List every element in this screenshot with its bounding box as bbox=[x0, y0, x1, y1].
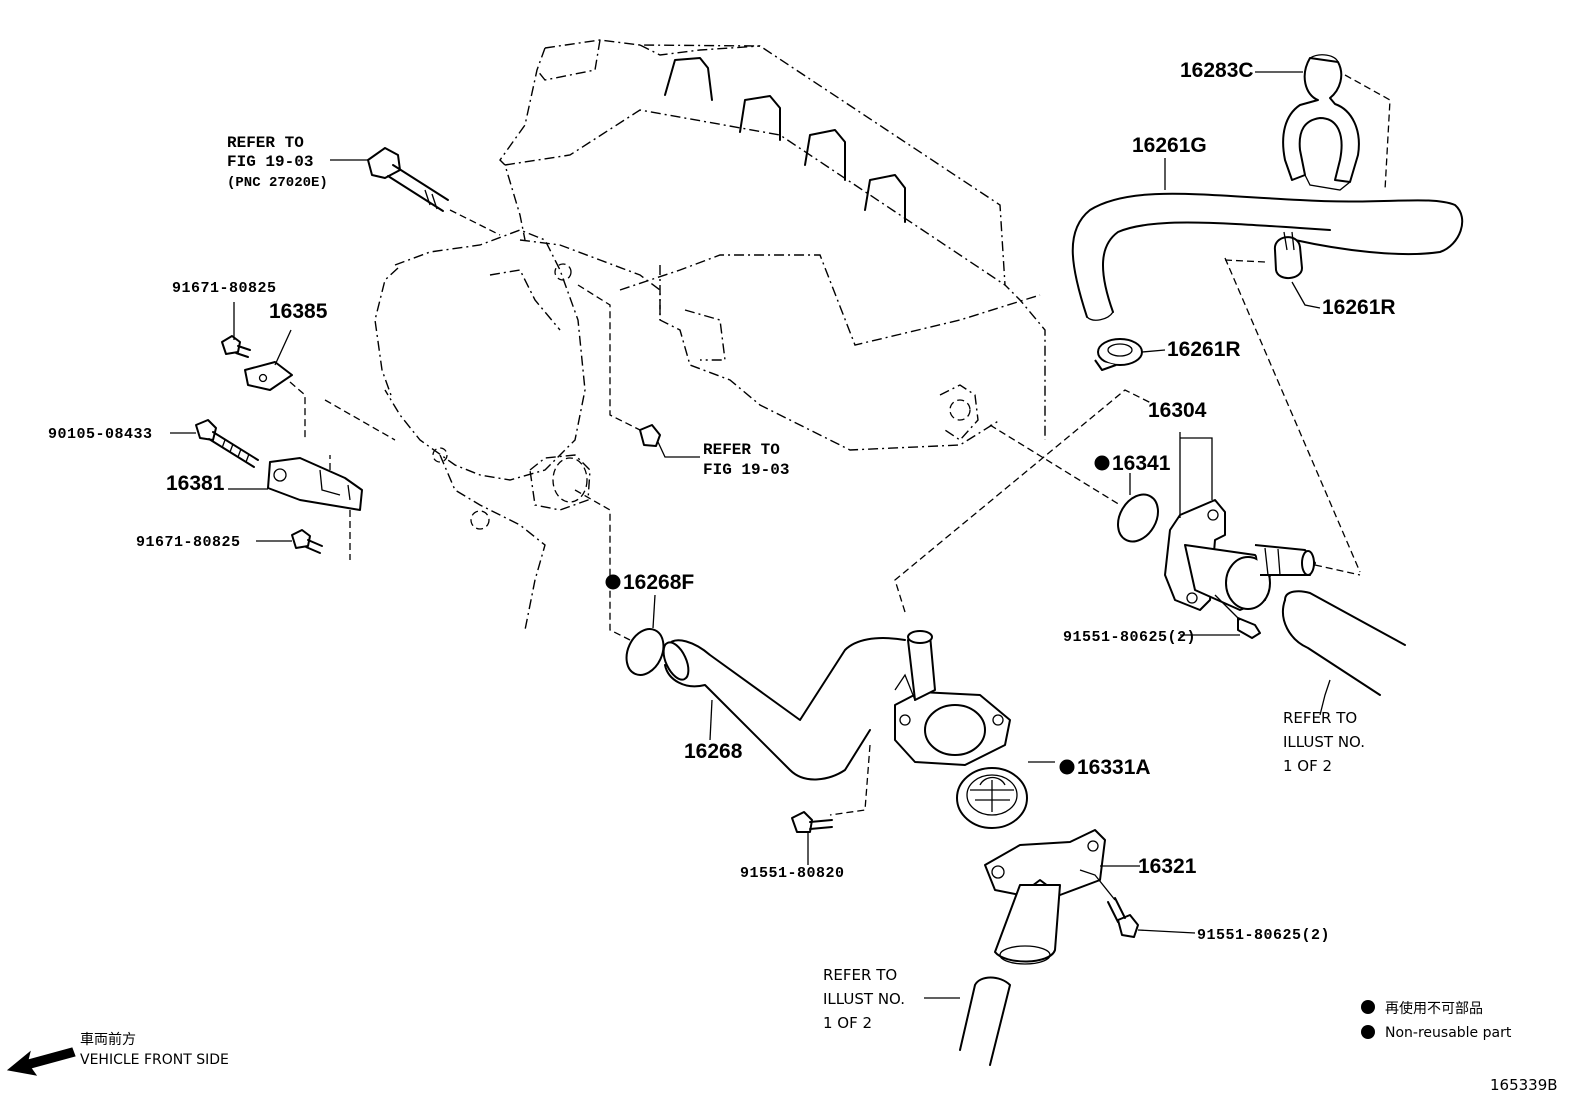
gasket-16268f bbox=[574, 489, 665, 676]
label-16268: 16268 bbox=[684, 740, 743, 763]
label-91551-bottom: 91551-80625(2) bbox=[1197, 927, 1330, 944]
label-91551-80820: 91551-80820 bbox=[740, 865, 845, 882]
ref-right-line1: REFER TO bbox=[1283, 709, 1357, 727]
hose-16261g bbox=[1071, 192, 1464, 321]
gasket-16341 bbox=[989, 424, 1159, 543]
ref-right-line2: ILLUST NO. bbox=[1283, 733, 1365, 751]
clamp-16261r-middle bbox=[1094, 338, 1143, 371]
label-16321: 16321 bbox=[1138, 855, 1197, 878]
water-outlet-16304 bbox=[1164, 257, 1361, 639]
legend-text-en: Non-reusable part bbox=[1385, 1025, 1512, 1041]
long-bolt bbox=[367, 147, 501, 236]
ref-bottom-line1: REFER TO bbox=[823, 966, 897, 984]
ref-middle-line2: FIG 19-03 bbox=[703, 461, 789, 479]
nut-refer bbox=[577, 284, 661, 447]
clip-16283c bbox=[1282, 54, 1391, 191]
vehicle-front-indicator: 車両前方 VEHICLE FRONT SIDE bbox=[6, 1031, 229, 1076]
ref-top-left-line3: (PNC 27020E) bbox=[227, 175, 328, 191]
label-91671-bottom: 91671-80825 bbox=[136, 534, 241, 551]
water-inlet-16321 bbox=[984, 829, 1116, 965]
figure-id: 165339B bbox=[1490, 1076, 1558, 1094]
bracket-16385 bbox=[244, 361, 396, 441]
non-reusable-dot-16341 bbox=[1094, 455, 1110, 471]
bolt-91671-top bbox=[221, 335, 251, 358]
ref-right-line3: 1 OF 2 bbox=[1283, 757, 1332, 775]
leader-lines bbox=[170, 71, 1331, 999]
label-16385: 16385 bbox=[269, 300, 328, 323]
label-16341: 16341 bbox=[1112, 452, 1171, 475]
engine-block bbox=[374, 39, 1046, 631]
ref-top-left-line2: FIG 19-03 bbox=[227, 153, 313, 171]
ref-bottom-line2: ILLUST NO. bbox=[823, 990, 905, 1008]
legend-dot-jp bbox=[1361, 1000, 1375, 1014]
bolt-91551-bottom bbox=[1107, 897, 1139, 938]
ref-bottom-line3: 1 OF 2 bbox=[823, 1014, 872, 1032]
part-labels: 16283C 16261G 16261R 16261R 16304 16341 … bbox=[48, 59, 1396, 944]
ref-top-left-line1: REFER TO bbox=[227, 134, 304, 152]
label-90105: 90105-08433 bbox=[48, 426, 153, 443]
clamp-16261r-upper bbox=[1224, 231, 1303, 279]
label-91671-top: 91671-80825 bbox=[172, 280, 277, 297]
bolt-91551-80820 bbox=[791, 811, 833, 833]
reference-notes: REFER TO FIG 19-03 (PNC 27020E) REFER TO… bbox=[227, 134, 1365, 1032]
label-16268f: 16268F bbox=[623, 571, 694, 594]
label-16283c: 16283C bbox=[1180, 59, 1254, 82]
label-91551-right: 91551-80625(2) bbox=[1063, 629, 1196, 646]
ref-middle-line1: REFER TO bbox=[703, 441, 780, 459]
legend-text-jp: 再使用不可部品 bbox=[1385, 1000, 1483, 1017]
pipe-right bbox=[1282, 590, 1406, 696]
bolt-91671-bottom bbox=[291, 529, 323, 554]
bolt-90105 bbox=[195, 419, 259, 468]
bracket-16381 bbox=[267, 455, 363, 560]
legend: 再使用不可部品 Non-reusable part bbox=[1361, 1000, 1512, 1041]
water-pipe-16268 bbox=[662, 389, 1156, 816]
non-reusable-dot-16268f bbox=[605, 574, 621, 590]
label-16261r-upper: 16261R bbox=[1322, 296, 1396, 319]
arrow-left-icon bbox=[6, 1047, 76, 1076]
non-reusable-dot-16331a bbox=[1059, 759, 1075, 775]
thermostat-16331a bbox=[956, 767, 1028, 829]
label-16304: 16304 bbox=[1148, 399, 1207, 422]
label-16331a: 16331A bbox=[1077, 756, 1151, 779]
pipe-bottom bbox=[959, 976, 1011, 1066]
label-16261g: 16261G bbox=[1132, 134, 1207, 157]
vehicle-front-jp: 車両前方 bbox=[80, 1031, 136, 1048]
label-16381: 16381 bbox=[166, 472, 225, 495]
legend-dot-en bbox=[1361, 1025, 1375, 1039]
vehicle-front-en: VEHICLE FRONT SIDE bbox=[80, 1052, 229, 1068]
label-16261r-middle: 16261R bbox=[1167, 338, 1241, 361]
